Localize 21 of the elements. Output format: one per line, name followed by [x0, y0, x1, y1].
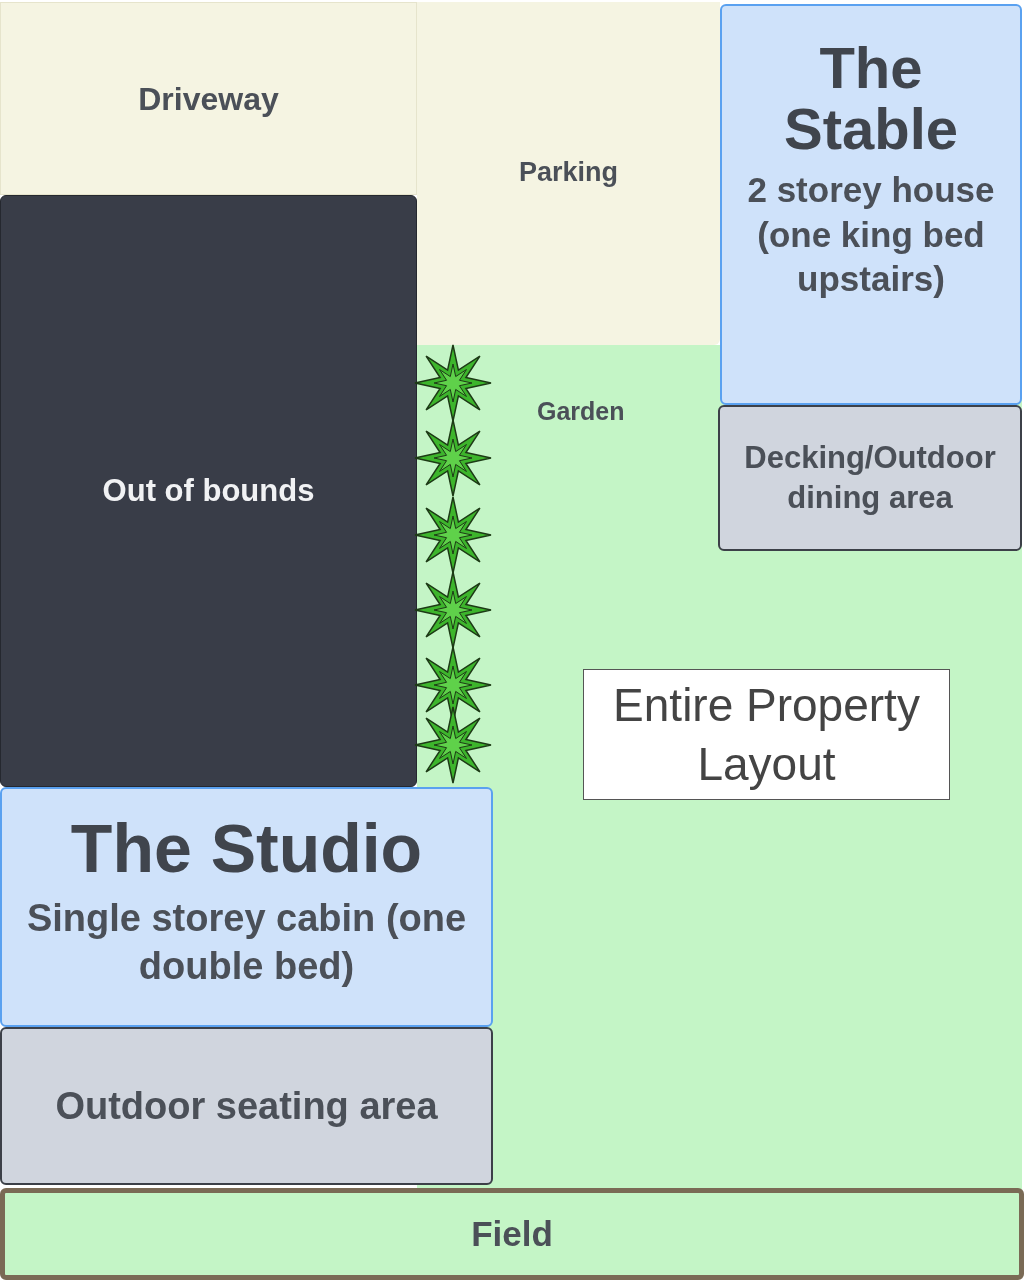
stable-building	[720, 4, 1022, 405]
area-label: The Studio	[70, 811, 423, 886]
seating-area	[0, 1027, 493, 1185]
field-area	[0, 1188, 1024, 1280]
out-of-bounds-area	[0, 195, 417, 787]
area-label: The Stable	[782, 38, 960, 160]
area-label: Driveway	[138, 80, 279, 119]
area-description: 2 storey house (one king bed upstairs)	[746, 168, 996, 301]
driveway-area	[0, 2, 417, 195]
area-label: Field	[471, 1212, 553, 1255]
area-label: Entire Property Layout	[612, 677, 921, 792]
decking-area	[718, 405, 1022, 551]
studio-building	[0, 787, 493, 1027]
area-description: Single storey cabin (one double bed)	[26, 895, 467, 990]
area-label: Parking	[518, 156, 618, 189]
area-label: Outdoor seating area	[55, 1083, 438, 1129]
parking-area	[417, 2, 720, 345]
area-label: Garden	[537, 396, 625, 427]
area-label: Decking/Outdoor dining area	[743, 438, 997, 517]
area-label: Out of bounds	[102, 471, 315, 510]
title-box	[583, 669, 950, 800]
